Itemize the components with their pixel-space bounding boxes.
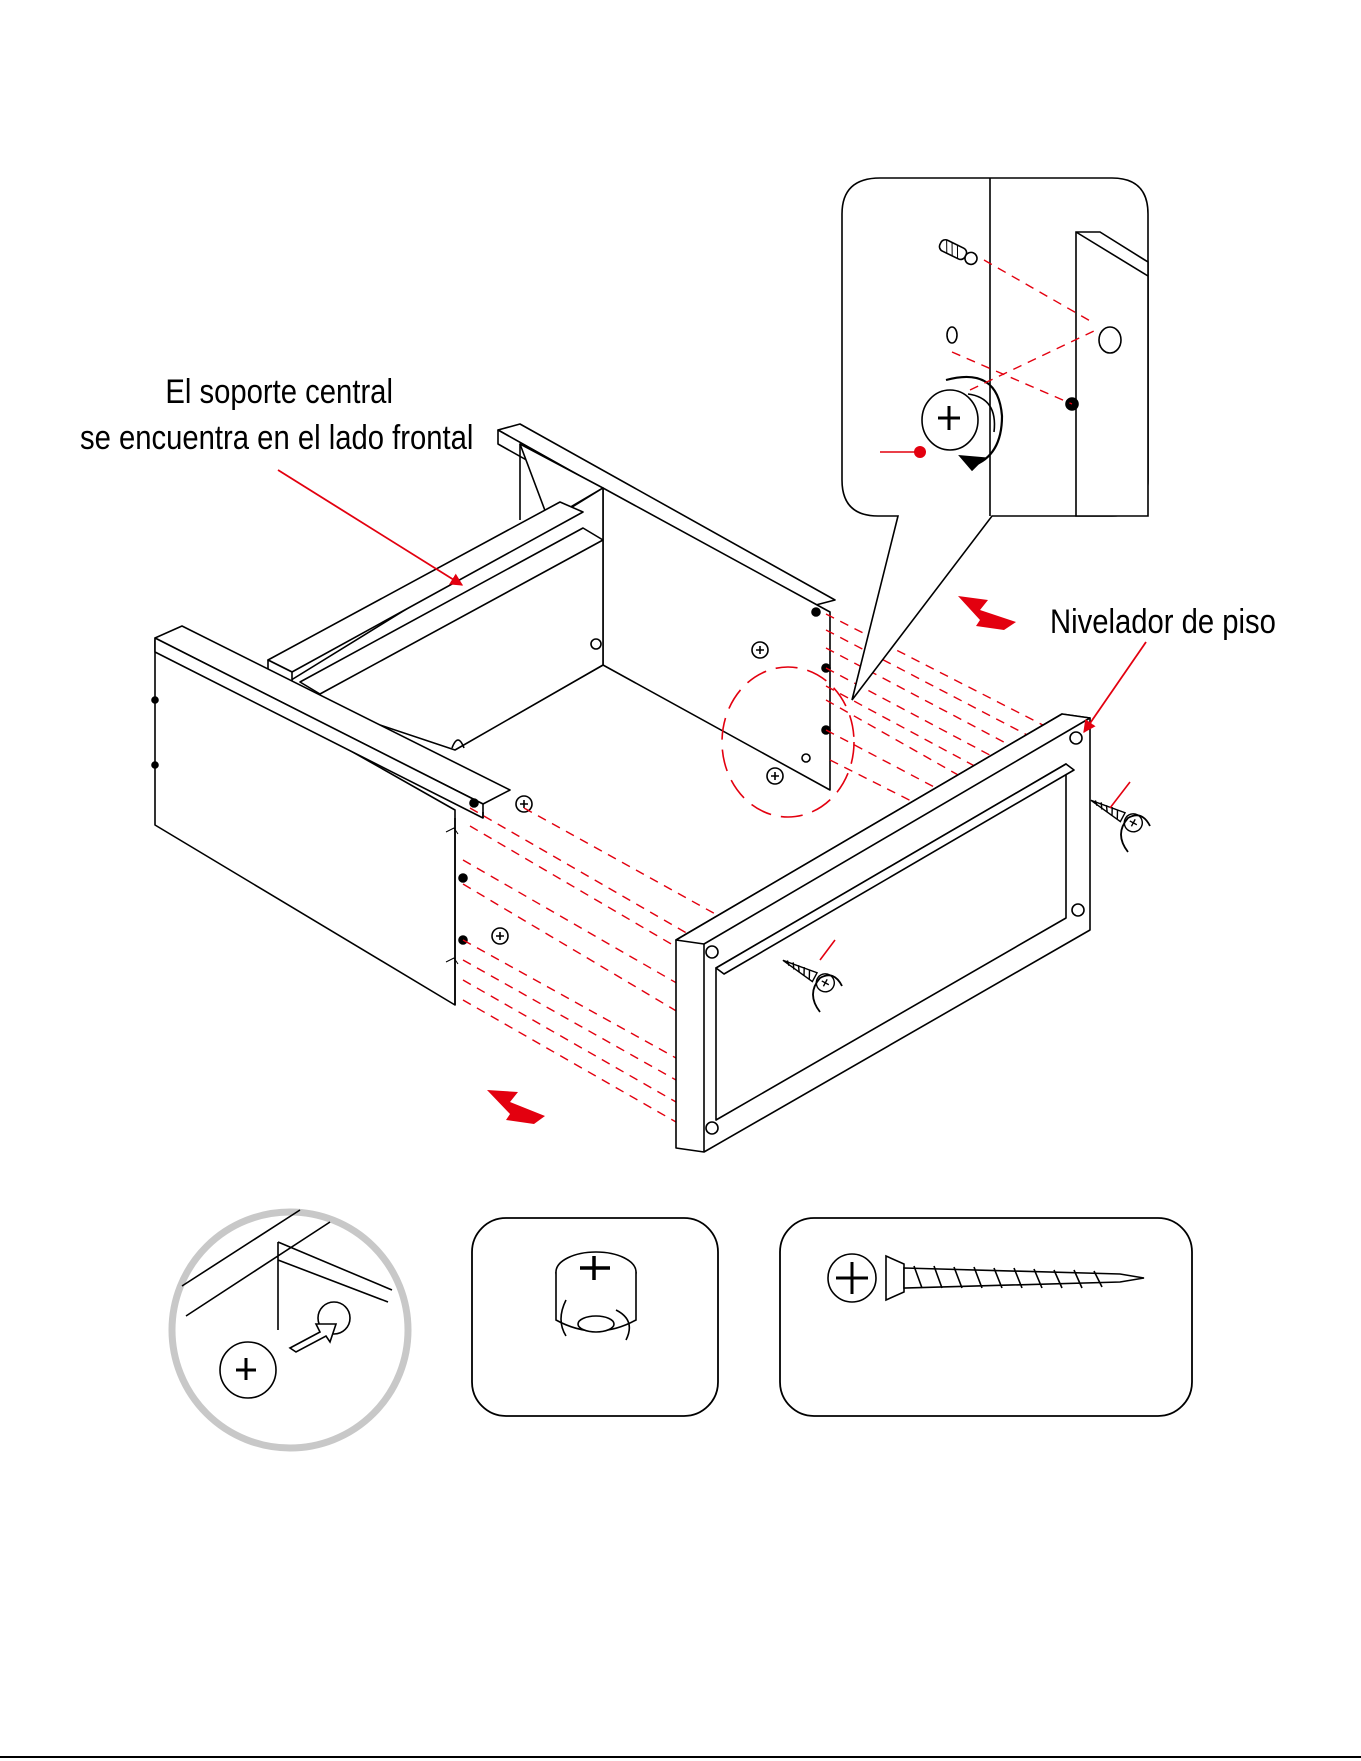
screw-icon bbox=[1087, 792, 1146, 835]
push-arrow-icon bbox=[958, 596, 1016, 630]
cam-lock-icon bbox=[516, 796, 532, 812]
cam-lock-box bbox=[472, 1218, 718, 1416]
cam-lock-icon bbox=[767, 768, 783, 784]
screw-box bbox=[780, 1218, 1192, 1416]
central-support-leader bbox=[278, 470, 462, 585]
push-arrow-icon bbox=[487, 1090, 545, 1124]
cam-lock-icon bbox=[220, 1342, 276, 1398]
cam-insertion-detail bbox=[172, 1210, 408, 1448]
cam-lock-icon bbox=[752, 642, 768, 658]
floor-leveler-leader bbox=[1084, 642, 1146, 732]
floor-leveler-label: Nivelador de piso bbox=[1050, 602, 1276, 642]
cam-lock-icon bbox=[492, 928, 508, 944]
central-support-label-line2: se encuentra en el lado frontal bbox=[80, 418, 473, 458]
central-support-label-line1: El soporte central bbox=[165, 372, 354, 412]
front-panel bbox=[676, 714, 1090, 1152]
